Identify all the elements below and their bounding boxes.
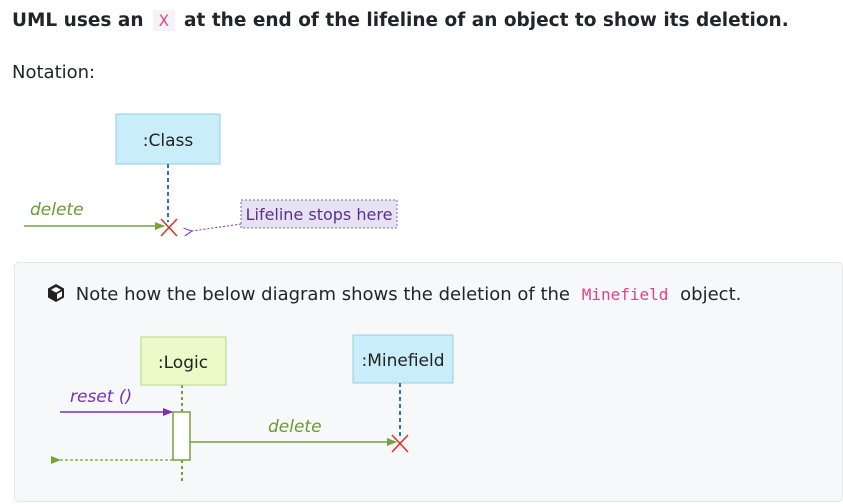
- destroy-x-icon-2: [391, 434, 409, 453]
- heading-after: at the end of the lifeline of an object …: [184, 10, 789, 31]
- note-code: Minefield: [581, 285, 669, 304]
- delete-label-2: delete: [268, 417, 322, 437]
- heading-before: UML uses an: [12, 10, 144, 31]
- lifeline-note-text: Lifeline stops here: [246, 205, 393, 224]
- note-after: object.: [680, 284, 742, 305]
- lifeline-note: Lifeline stops here: [240, 199, 398, 229]
- note-card-text: Note how the below diagram shows the del…: [46, 283, 741, 305]
- box-icon: [48, 284, 64, 302]
- logic-box-label: :Logic: [158, 353, 208, 373]
- minefield-object: :Minefield: [352, 334, 454, 384]
- heading: UML uses an X at the end of the lifeline…: [12, 10, 789, 31]
- destroy-x-icon-1: [160, 218, 178, 237]
- note-pointer: [192, 223, 242, 231]
- note-before: Note how the below diagram shows the del…: [75, 284, 570, 305]
- minefield-box-label: :Minefield: [361, 351, 444, 371]
- notation-label: Notation:: [12, 62, 96, 83]
- logic-object: :Logic: [140, 336, 227, 386]
- logic-activation-bar: [172, 411, 191, 461]
- class-object: :Class: [115, 113, 221, 165]
- heading-code: X: [152, 10, 175, 31]
- reset-label: reset (): [70, 387, 132, 407]
- delete-label-1: delete: [30, 200, 84, 220]
- class-box-label: :Class: [143, 131, 194, 151]
